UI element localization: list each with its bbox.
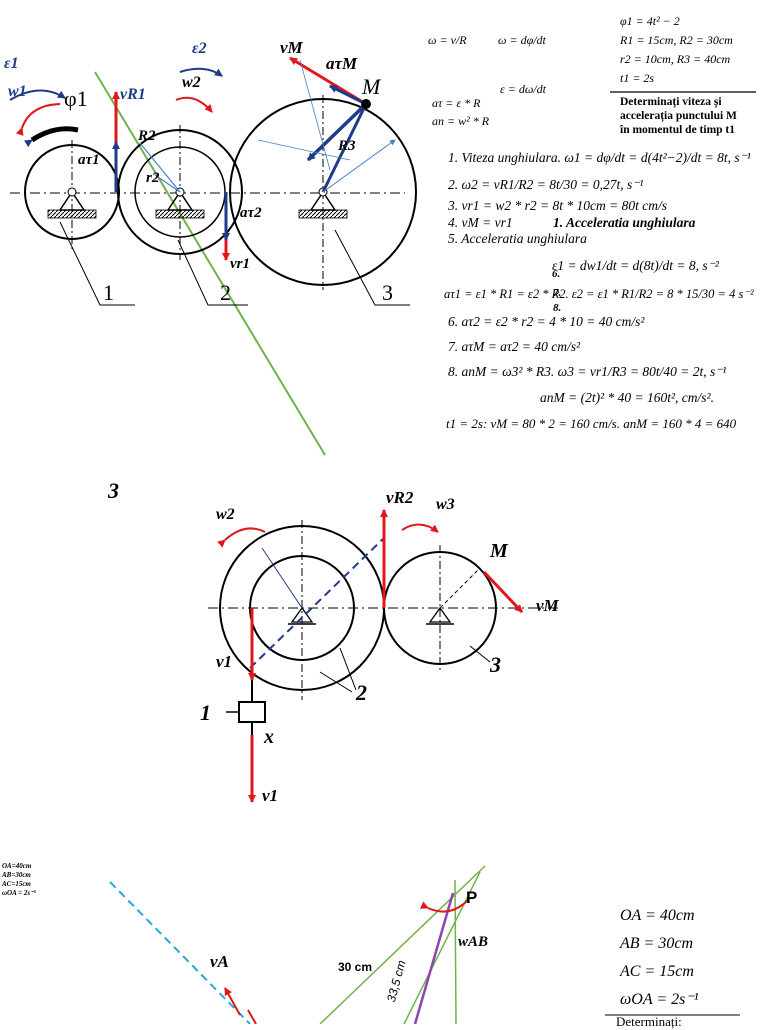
formula-omega-def: ω = v/R — [428, 33, 467, 47]
label-M: M — [490, 540, 508, 562]
gear-train-diagram — [9, 56, 417, 456]
part-number-1: 1 — [103, 280, 114, 305]
tiny-given-ac: AC=15cm — [2, 880, 31, 888]
solution-step-7: 7. aτM = aτ2 = 40 cm/s² — [448, 339, 581, 354]
formula-a-n: an = w² * R — [432, 114, 490, 128]
label-wAB: wAB — [458, 934, 489, 950]
green-line — [94, 71, 326, 456]
point-m — [361, 99, 371, 109]
label-w2: w2 — [182, 74, 201, 91]
section-2-diagram — [208, 509, 560, 803]
label-eps2: ε2 — [192, 40, 207, 57]
label-phi1: φ1 — [64, 86, 88, 111]
label-vR1: vR1 — [120, 86, 146, 103]
overlay-mark-8: 8. — [553, 302, 562, 314]
label-vA: vA — [210, 952, 229, 971]
label-w1: w1 — [8, 83, 27, 100]
solution-step-2: 2. ω2 = vR1/R2 = 8t/30 = 0,27t, s⁻¹ — [448, 177, 644, 192]
label-vR2: vR2 — [386, 488, 414, 507]
formula-omega-phi: ω = dφ/dt — [498, 33, 546, 47]
given-AC: AC = 15cm — [620, 963, 694, 980]
label-part-3: 3 — [490, 652, 501, 677]
task-line-1: Determinați viteza și — [620, 96, 722, 108]
overlay-heading: 1. Acceleratia unghiulara — [553, 215, 696, 230]
label-v1-bottom: v1 — [262, 786, 279, 805]
solution-step-5: 5. Acceleratia unghiulara — [448, 231, 587, 246]
task-line-2: accelerația punctului M — [620, 110, 737, 122]
solution-step-4: 4. vM = vr1 — [448, 215, 513, 230]
solution-final: t1 = 2s: vM = 80 * 2 = 160 cm/s. anM = 1… — [446, 416, 737, 431]
given-block: φ1 = 4t² − 2 R1 = 15cm, R2 = 30cm r2 = 1… — [620, 12, 733, 88]
label-atauM: aτM — [326, 54, 358, 73]
label-x: x — [264, 726, 274, 748]
label-atau1: aτ1 — [78, 152, 100, 168]
solution-a-nM: anM = (2t)² * 40 = 160t², cm/s². — [540, 390, 714, 405]
formula-eps: ε = dω/dt — [500, 82, 546, 96]
block-1 — [238, 701, 266, 723]
solution-a-tau1: aτ1 = ε1 * R1 = ε2 * R2. ε2 = ε1 * R1/R2… — [444, 287, 754, 301]
given-phi1: φ1 = 4t² − 2 — [620, 14, 680, 28]
solution-step-1: 1. Viteza unghiulara. ω1 = dφ/dt = d(4t²… — [448, 150, 751, 165]
given-OA: OA = 40cm — [620, 907, 695, 924]
label-w2: w2 — [216, 506, 235, 523]
task-heading-3: Determinați: — [616, 1014, 682, 1029]
part-number-3: 3 — [382, 280, 393, 305]
label-M: M — [362, 74, 381, 99]
solution-step-3: 3. vr1 = w2 * r2 = 8t * 10cm = 80t cm/s — [448, 198, 667, 213]
label-P: P — [466, 888, 478, 907]
solution-step-6: 6. aτ2 = ε2 * r2 = 4 * 10 = 40 cm/s² — [448, 314, 645, 329]
task-block: Determinați viteza și accelerația punctu… — [620, 95, 737, 137]
given-block-3: OA = 40cm AB = 30cm AC = 15cm ωOA = 2s⁻¹ — [620, 902, 699, 1014]
tiny-given-omega: ωOA = 2s⁻¹ — [2, 889, 36, 897]
label-vr1: vr1 — [230, 256, 250, 272]
label-R3: R3 — [338, 138, 356, 154]
support-1 — [47, 187, 97, 219]
section-3-diagram — [109, 865, 740, 1024]
tiny-given: OA=40cm AB=30cm AC=15cm ωOA = 2s⁻¹ — [2, 862, 36, 898]
label-v1-top: v1 — [216, 652, 233, 671]
label-atau2: aτ2 — [240, 205, 262, 221]
given-omega: ωOA = 2s⁻¹ — [620, 991, 699, 1008]
given-r: r2 = 10cm, R3 = 40cm — [620, 52, 731, 66]
label-eps1: ε1 — [4, 55, 19, 72]
solution-eps1: ε1 = dw1/dt = d(8t)/dt = 8, s⁻² — [552, 258, 719, 273]
section-number: 3 — [108, 478, 119, 503]
tiny-given-ab: AB=30cm — [2, 871, 31, 879]
label-part-2: 2 — [356, 680, 367, 705]
given-AB: AB = 30cm — [620, 935, 693, 952]
support-2 — [155, 187, 205, 219]
label-w3: w3 — [436, 496, 455, 513]
given-t1: t1 = 2s — [620, 71, 655, 85]
tiny-given-oa: OA=40cm — [2, 862, 32, 870]
label-part-1: 1 — [200, 700, 211, 725]
label-30cm: 30 cm — [338, 960, 373, 974]
task-line-3: în momentul de timp t1 — [620, 124, 735, 136]
label-vM: vM — [280, 38, 303, 57]
overlay-mark-7: 7. — [553, 287, 562, 299]
given-R: R1 = 15cm, R2 = 30cm — [620, 33, 733, 47]
overlay-mark-6: 6. — [552, 268, 561, 280]
solution-step-8: 8. anM = ω3² * R3. ω3 = vr1/R3 = 80t/40 … — [448, 364, 727, 379]
label-r2: r2 — [146, 170, 160, 186]
part-number-2: 2 — [220, 280, 231, 305]
formula-a-tau: aτ = ε * R — [432, 96, 481, 110]
label-vM: vM — [536, 596, 559, 615]
label-R2: R2 — [138, 128, 156, 144]
